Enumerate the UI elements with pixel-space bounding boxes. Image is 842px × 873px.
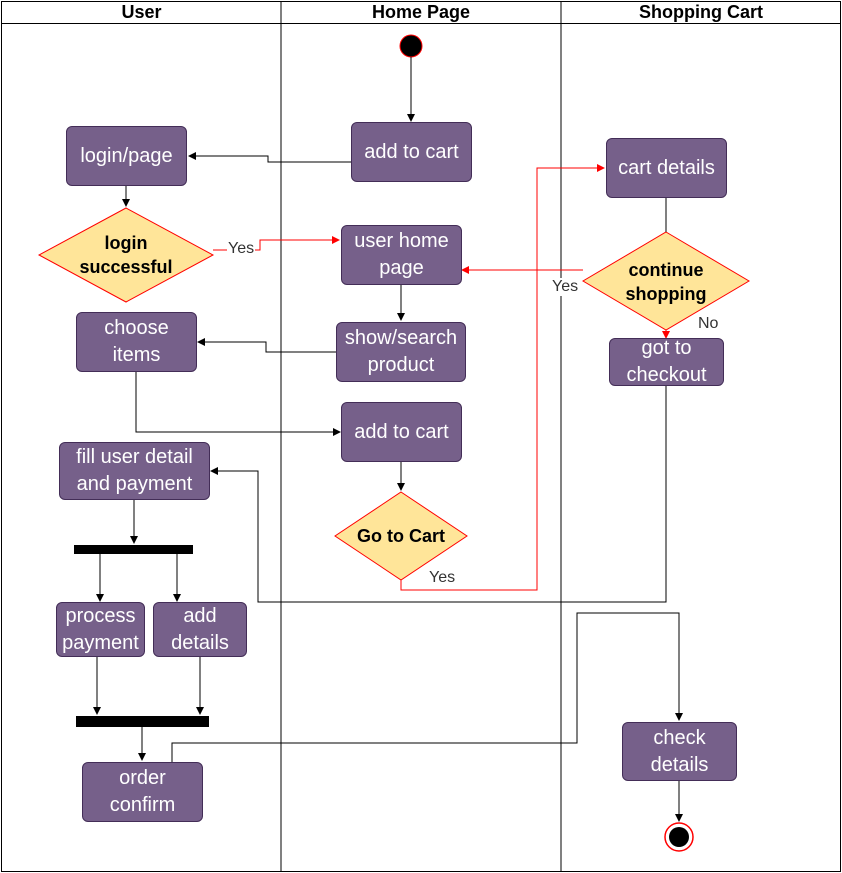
go-to-cart-yes-label: Yes xyxy=(428,569,457,587)
login-page-activity[interactable]: login/page xyxy=(66,126,187,186)
fill-user-detail-activity[interactable]: fill user detail and payment xyxy=(59,442,210,500)
edge-add-to-cart-to-login xyxy=(188,152,351,163)
lane-header-home-page: Home Page xyxy=(371,1,471,22)
login-successful-diamond xyxy=(37,207,215,303)
go-to-cart-label: Go to Cart xyxy=(357,526,445,546)
login-successful-label: login successful xyxy=(79,233,173,277)
fork-bar xyxy=(74,545,193,554)
check-details-activity[interactable]: check details xyxy=(622,722,737,781)
continue-no-label: No xyxy=(697,315,720,333)
initial-node xyxy=(399,34,423,58)
order-confirm-activity[interactable]: order confirm xyxy=(82,762,203,822)
choose-items-activity[interactable]: choose items xyxy=(76,312,197,372)
final-node-dot xyxy=(669,827,689,847)
edge-choose-to-add-to-cart xyxy=(135,372,341,436)
add-to-cart-activity[interactable]: add to cart xyxy=(351,122,472,182)
got-to-checkout-activity[interactable]: got to checkout xyxy=(609,337,724,386)
lane-header-shopping-cart: Shopping Cart xyxy=(639,1,763,22)
continue-yes-label: Yes xyxy=(551,278,580,296)
add-to-cart-activity-2[interactable]: add to cart xyxy=(341,402,462,462)
edge-search-to-choose xyxy=(197,338,336,353)
show-search-product-activity[interactable]: show/search product xyxy=(336,322,466,382)
edge-order-confirm-to-check-details xyxy=(171,612,683,762)
join-bar xyxy=(76,716,209,727)
add-details-activity[interactable]: add details xyxy=(153,602,247,657)
login-yes-label: Yes xyxy=(227,240,256,258)
edge-checkout-to-fill-details xyxy=(210,386,667,603)
lane-header-user: User xyxy=(121,1,162,22)
process-payment-activity[interactable]: process payment xyxy=(56,602,145,657)
edge-go-to-cart-yes-to-cart-details xyxy=(400,164,605,591)
user-home-page-activity[interactable]: user home page xyxy=(341,225,462,285)
cart-details-activity[interactable]: cart details xyxy=(606,138,727,198)
continue-shopping-label: continue shopping xyxy=(625,260,707,304)
